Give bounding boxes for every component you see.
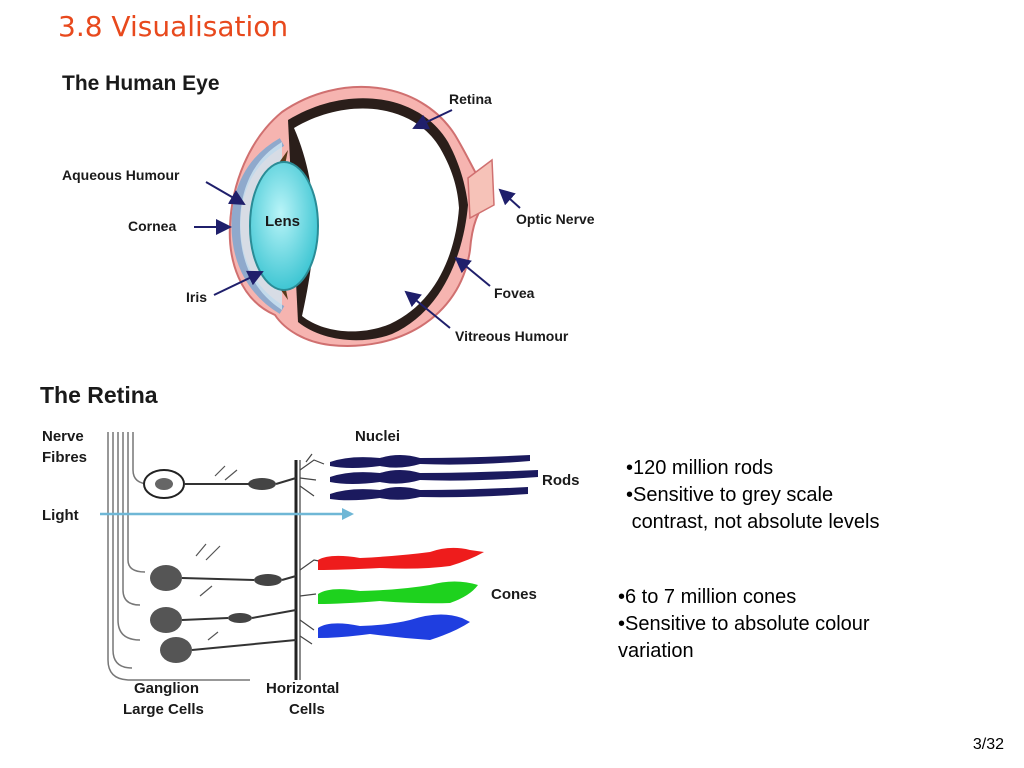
nuclei-label: Nuclei [355,428,400,445]
rod-cell [330,455,530,468]
human-eye-diagram: The Human Eye Lens Retina Aqueous Humour… [62,72,595,347]
retina-heading: The Retina [40,382,158,408]
cones-label: Cones [491,586,537,603]
optic-nerve-label: Optic Nerve [516,211,595,227]
nerve-fibres-label: Nerve [42,428,84,445]
cones-note-sensitivity: •Sensitive to absolute colour [618,613,870,635]
rod-cell [330,470,538,484]
lens-label: Lens [265,213,300,230]
vitreous-label: Vitreous Humour [455,328,569,344]
cone-cell-green [318,581,478,604]
fovea-label: Fovea [494,285,535,301]
retina-diagram: The Retina Nerve Fibres Nuclei Rods Ligh… [40,382,580,718]
iris-label: Iris [186,289,207,305]
cornea-label: Cornea [128,218,176,234]
rods-note-count: •120 million rods [626,457,774,479]
cones-note-sensitivity-cont: variation [618,640,694,662]
slide-title: 3.8 Visualisation [58,10,289,43]
eye-cornea [231,138,285,314]
cone-cell-blue [318,614,470,640]
ganglion-label-line2: Large Cells [123,701,204,718]
rod-cells [330,455,538,501]
cone-cell-red [318,547,484,570]
cones-note-count: •6 to 7 million cones [618,586,797,608]
eye-vitreous [294,108,459,332]
cones-notes: •6 to 7 million cones •Sensitive to abso… [618,584,870,665]
optic-nerve [467,158,495,220]
rods-notes: •120 million rods •Sensitive to grey sca… [626,455,879,536]
nerve-fibres-label-line2: Fibres [42,449,87,466]
ganglion-cells [143,465,297,663]
horizontal-label-line2: Cells [289,701,325,718]
rods-note-sensitivity: •Sensitive to grey scale [626,484,834,506]
light-label: Light [42,507,79,524]
rods-note-sensitivity-cont: contrast, not absolute levels [626,511,880,533]
rod-cell [330,487,528,501]
eye-lens [249,161,319,291]
page-number: 3/32 [972,736,1004,753]
retina-label: Retina [449,91,492,107]
eye-heading: The Human Eye [62,72,220,95]
horizontal-label: Horizontal [266,680,339,697]
rods-label: Rods [542,472,580,489]
bipolar-dendrites [299,453,325,645]
aqueous-label: Aqueous Humour [62,167,180,183]
ganglion-label: Ganglion [134,680,199,697]
